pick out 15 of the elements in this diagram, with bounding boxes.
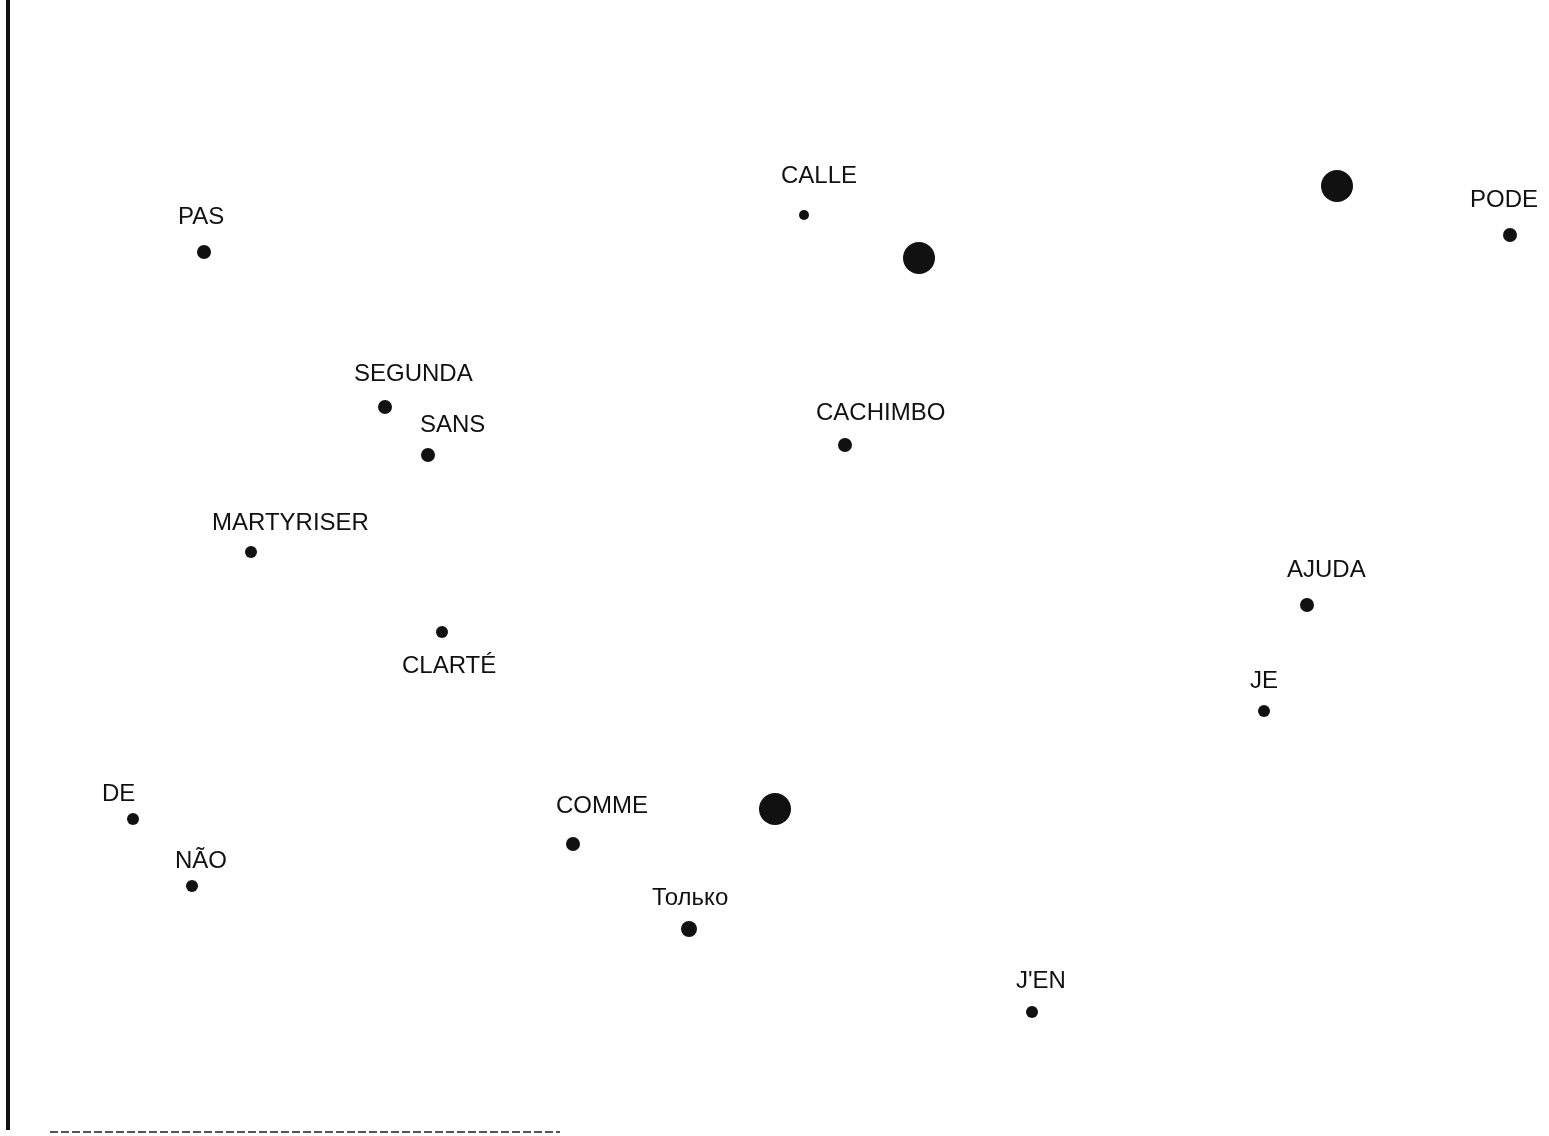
word-label: CLARTÉ [402,653,497,677]
word-label: NÃO [175,848,227,872]
word-label: AJUDA [1287,557,1366,581]
word-label: JE [1250,668,1278,692]
word-label: DE [102,781,136,805]
word-label: Только [652,885,729,909]
word-label: SANS [420,412,486,436]
word-label: PODE [1470,187,1538,211]
word-label: PAS [178,204,225,228]
word-label: CALLE [781,163,858,187]
word-label: MARTYRISER [212,510,369,534]
word-label: CACHIMBO [816,400,946,424]
word-label: J'EN [1016,968,1066,992]
word-label: COMME [556,793,648,817]
word-label: SEGUNDA [354,361,473,385]
